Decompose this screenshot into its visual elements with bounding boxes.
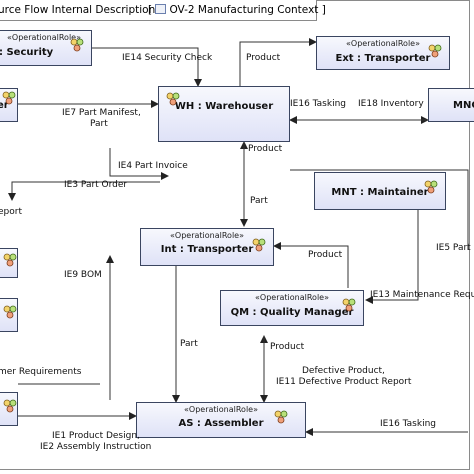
stereotype-label: «OperationalRole» [170,231,244,240]
flow-ie5 [290,169,469,250]
edge-label-ie5: IE5 Part [436,243,471,253]
edge-label-product-top: Product [246,53,281,63]
edge-label-ie4: IE4 Part Invoice [118,161,188,171]
flow-product-int [273,242,349,288]
node-name: QM : Quality Manager [230,307,354,318]
node-as-assembler[interactable]: «OperationalRole» AS : Assembler [136,402,306,438]
edge-label-part-int: Part [250,196,268,206]
role-icon [2,91,16,105]
node-wh-warehouser[interactable]: WH : Warehouser [158,86,290,142]
edge-label-ie14: IE14 Security Check [122,53,213,63]
role-icon [70,38,84,52]
role-icon [3,305,17,319]
stereotype-label: «OperationalRole» [184,405,258,414]
stereotype-label: «OperationalRole» [255,293,329,302]
node-ext-transporter[interactable]: «OperationalRole» Ext : Transporter [316,36,450,70]
edge-label-ie18: IE18 Inventory [358,99,424,109]
node-name: WH : Warehouser [174,101,274,112]
node-security[interactable]: «OperationalRole» : Security [0,30,92,66]
edge-label-ie16-bottom: IE16 Tasking [380,419,436,429]
edge-label-product-int: Product [308,250,343,260]
edge-label-ie2: IE2 Assembly Instruction [40,442,152,452]
role-icon [424,180,438,194]
edge-label-ie7: IE7 Part Manifest, [62,108,141,118]
edge-label-ie3: IE3 Part Order [64,180,128,190]
node-int-transporter[interactable]: «OperationalRole» Int : Transporter [140,228,274,266]
node-name: Ext : Transporter [335,53,431,64]
stereotype-label: «OperationalRole» [7,33,81,42]
edge-label-ie16-top: IE16 Tasking [290,99,346,109]
flow-ie14 [92,47,202,87]
node-name: MNG [453,100,474,111]
flow-ie13 [365,210,419,304]
diagram-context-label: OV-2 Manufacturing Context [169,4,319,16]
edge-label-product-qm: Product [270,342,305,352]
node-name: er [0,100,9,111]
edge-label-part-as: Part [180,339,198,349]
diagram-context: [ OV-2 Manufacturing Context ] [148,4,326,16]
edge-label-ie1: IE1 Product Design, [52,431,140,441]
edge-label-customer-requirements: mer Requirements [0,367,82,377]
node-mng[interactable]: MNG [428,88,474,122]
edge-label-ie7-part: Part [90,119,108,129]
flow-ie4 [109,148,169,180]
flow-ie3 [8,181,160,201]
edge-label-report: eport [0,207,22,217]
edge-label-ie13: IE13 Maintenance Reque [370,290,474,300]
edge-label-ie9: IE9 BOM [64,270,102,280]
node-name: MNT : Maintainer [331,187,429,198]
role-icon [3,253,17,267]
node-name: AS : Assembler [178,418,264,429]
role-icon [3,399,17,413]
node-mnt-maintainer[interactable]: MNT : Maintainer [314,172,446,210]
role-icon [274,410,288,424]
node-qm-quality-manager[interactable]: «OperationalRole» QM : Quality Manager [220,290,364,326]
flow-product-ext [239,38,317,86]
edge-label-defective: Defective Product, [302,366,385,376]
edge-label-ie11: IE11 Defective Product Report [276,377,412,387]
role-icon [166,92,180,106]
edge-label-product-wh: Product [248,144,283,154]
node-name: : Security [0,47,54,58]
role-icon [428,44,442,58]
node-name: Int : Transporter [160,244,254,255]
diagram-icon [155,4,167,14]
stereotype-label: «OperationalRole» [346,39,420,48]
role-icon [252,238,266,252]
diagram-title-tab: urce Flow Internal Description [ OV-2 Ma… [0,0,326,21]
role-icon [342,298,356,312]
diagram-title: urce Flow Internal Description [0,4,156,16]
